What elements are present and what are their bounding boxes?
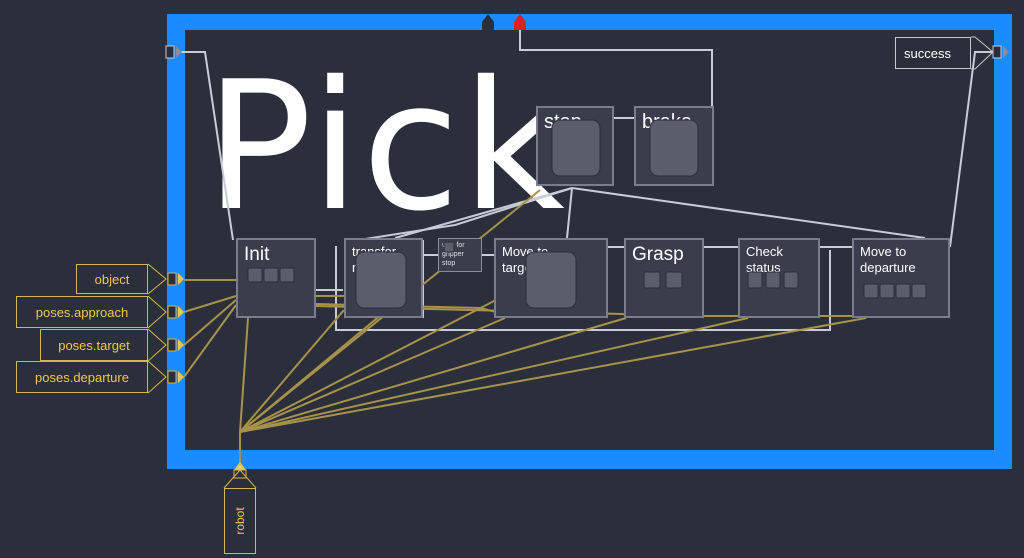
block-init-label: Init <box>244 244 270 265</box>
input-port-departure-label: poses.departure <box>35 369 129 385</box>
wire-robot-transfer <box>239 309 345 433</box>
block-check-status[interactable]: Check status <box>738 238 820 318</box>
wire-departure-success <box>949 51 993 248</box>
block-move-to-departure[interactable]: Move to departure <box>852 238 950 318</box>
block-transfer-motion-label: transfer motion <box>352 244 397 275</box>
input-port-poses-departure[interactable]: poses.departure <box>16 361 148 393</box>
block-stop-label: stop <box>544 111 582 133</box>
block-check-status-label: Check status <box>746 244 783 275</box>
input-port-poses-approach[interactable]: poses.approach <box>16 296 148 328</box>
block-brake[interactable]: brake <box>634 106 714 186</box>
wire-stop-bus-4 <box>345 187 573 243</box>
input-port-approach-label: poses.approach <box>35 304 129 320</box>
wire-in-approach <box>183 295 237 313</box>
block-init[interactable]: Init <box>236 238 316 318</box>
block-wait-label: wait for gripper stop <box>442 242 465 267</box>
wire-robot-check <box>239 317 749 433</box>
robot-port[interactable]: robot <box>224 488 256 554</box>
block-grasp[interactable]: Grasp <box>624 238 704 318</box>
wire-robot-grasp <box>239 317 627 433</box>
wire-robot-init <box>239 317 249 433</box>
input-port-target-label: poses.target <box>58 337 130 353</box>
block-grasp-label: Grasp <box>632 244 684 265</box>
block-transfer-motion[interactable]: transfer motion <box>344 238 423 318</box>
wire-start-to-init <box>180 51 234 241</box>
wire-in-departure <box>183 304 237 378</box>
control-ports <box>165 14 1009 479</box>
output-port-success[interactable]: success <box>895 37 971 69</box>
input-port-object-label: object <box>94 271 130 287</box>
input-ports <box>167 272 184 384</box>
block-move-to-target[interactable]: Move to target <box>494 238 608 318</box>
wire-robot-move-2 <box>239 299 497 433</box>
wire-stop-bus-3 <box>571 187 926 239</box>
wire-stop-bus-2 <box>566 187 573 239</box>
skill-title: Pick <box>205 43 567 250</box>
output-port-success-label: success <box>904 45 951 61</box>
wire-in-target <box>183 299 237 346</box>
block-brake-label: brake <box>642 111 693 133</box>
input-port-poses-target[interactable]: poses.target <box>40 329 148 361</box>
input-port-object[interactable]: object <box>76 264 148 294</box>
block-stop[interactable]: stop <box>536 106 614 186</box>
block-move-to-target-label: Move to target <box>502 244 549 275</box>
wire-robot-move <box>239 317 506 433</box>
block-move-to-departure-label: Move to departure <box>860 244 916 275</box>
robot-port-label: robot <box>233 507 247 535</box>
wire-robot-departure <box>239 317 867 433</box>
wire-top-to-brake <box>519 30 713 112</box>
block-wait-for-gripper-stop[interactable]: wait for gripper stop <box>438 238 482 272</box>
